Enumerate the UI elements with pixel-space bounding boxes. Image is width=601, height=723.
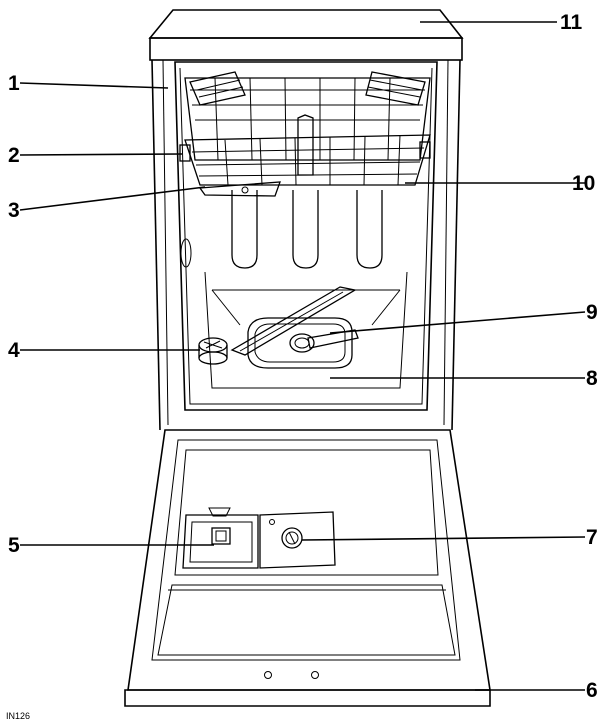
upper-basket	[179, 71, 431, 197]
callout-8: 8	[586, 367, 598, 390]
callout-7: 7	[586, 526, 598, 549]
callout-9: 9	[586, 301, 598, 324]
door	[124, 429, 491, 707]
callout-5: 5	[8, 534, 20, 557]
salt-container-cap	[198, 337, 228, 365]
dishwasher-body	[148, 9, 464, 431]
leader-line-2	[19, 153, 183, 156]
leader-line-9	[329, 311, 586, 334]
detergent-dispenser	[182, 507, 259, 569]
leader-line-7	[301, 536, 586, 541]
filter-assembly	[247, 317, 359, 369]
lower-spray-arm	[230, 286, 357, 356]
callout-3: 3	[8, 199, 20, 222]
rinse-aid-dispenser	[259, 511, 336, 569]
leader-lines	[19, 21, 586, 691]
callout-labels: 1 2 3 4 5 6 7 8 9 10 11 IN126	[6, 11, 598, 721]
leader-line-3	[19, 186, 206, 211]
callout-11: 11	[560, 11, 583, 34]
callout-1: 1	[8, 72, 20, 95]
leader-line-1	[19, 82, 169, 89]
callout-6: 6	[586, 679, 598, 702]
lower-rack-tines	[231, 190, 383, 269]
callout-2: 2	[8, 144, 20, 167]
callout-10: 10	[572, 172, 595, 195]
figure-code: IN126	[6, 711, 30, 721]
callout-4: 4	[8, 339, 20, 362]
